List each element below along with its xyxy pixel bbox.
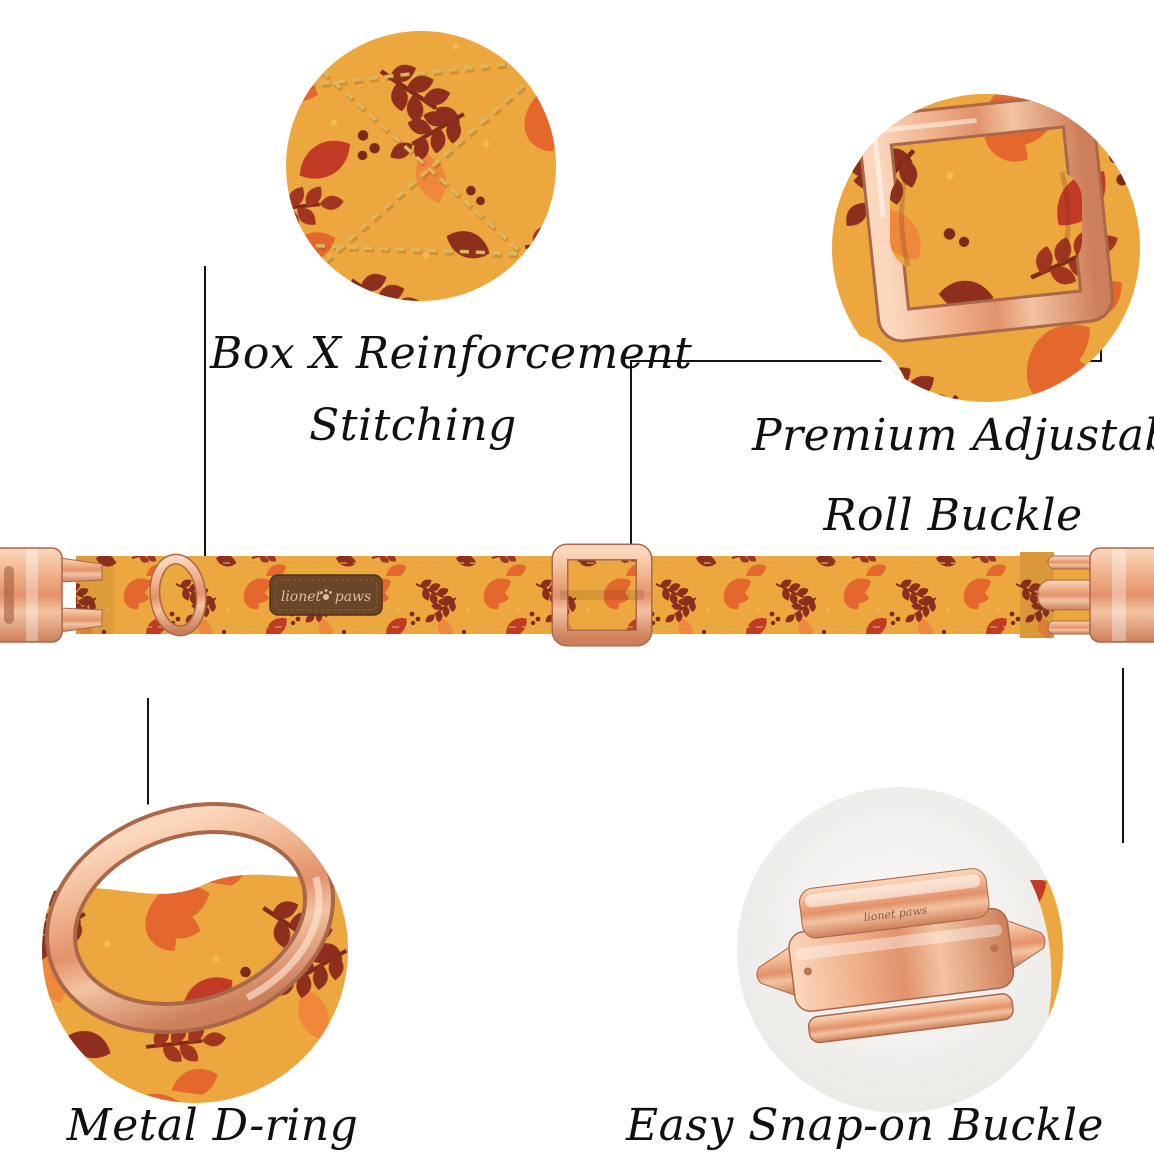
snap-buckle-body: lionet paws: [756, 868, 1046, 1044]
brand-tag-left: lionet: [281, 589, 322, 605]
collar-right-buckle: [1020, 547, 1154, 643]
brand-tag-right: paws: [335, 589, 371, 605]
box-x-stitches: [299, 58, 547, 274]
collar-left-buckle: [0, 547, 103, 643]
leader-line-adjustable-vertical: [630, 361, 632, 558]
snap-buckle-detail-photo: lionet paws: [737, 787, 1063, 1113]
label-stitching-line2: Stitching: [309, 400, 517, 451]
label-adjustable-line2: Roll Buckle: [823, 490, 1083, 541]
label-stitching: Box X Reinforcement Stitching: [210, 318, 693, 462]
paw-icon: [320, 589, 332, 600]
leader-line-snap: [1122, 668, 1124, 843]
leader-line-adjustable-tick: [1100, 346, 1102, 362]
label-stitching-line1: Box X Reinforcement: [210, 328, 693, 379]
leader-line-adjustable-horizontal: [630, 360, 1102, 362]
roll-buckle-frame: [858, 94, 1114, 343]
collar-slider: [551, 543, 653, 647]
leader-line-stitching: [204, 266, 206, 558]
dring-ring: [45, 802, 335, 1034]
label-dring-text: Metal D-ring: [66, 1100, 359, 1151]
label-adjustable: Premium Adjustable Roll Buckle: [752, 396, 1154, 556]
label-snap: Easy Snap-on Buckle: [610, 1100, 1120, 1151]
dring-detail-photo: [42, 797, 348, 1103]
collar-d-ring: [149, 553, 207, 637]
collar-strap: lionet paws: [0, 543, 1154, 647]
roll-buckle-detail-photo: [832, 94, 1140, 402]
label-adjustable-line1: Premium Adjustable: [752, 410, 1154, 461]
brand-tag: lionet paws: [269, 574, 383, 616]
label-dring: Metal D-ring: [60, 1100, 365, 1151]
stitching-detail-photo: [286, 31, 556, 301]
label-snap-text: Easy Snap-on Buckle: [626, 1100, 1104, 1151]
leader-line-dring: [147, 698, 149, 806]
